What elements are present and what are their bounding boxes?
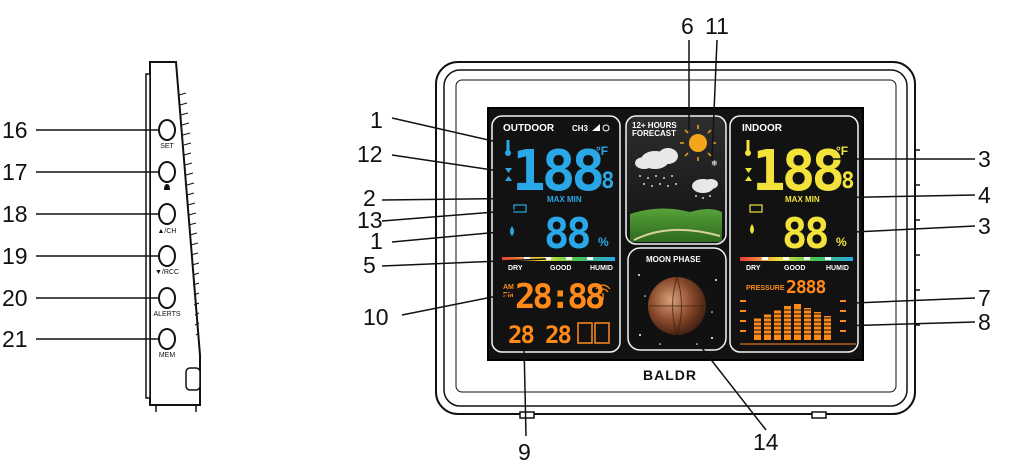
indoor-hum: 88 bbox=[782, 209, 827, 258]
cycle-icon bbox=[602, 124, 610, 132]
mem-button bbox=[158, 328, 176, 350]
light-button bbox=[158, 161, 176, 183]
callout-13: 13 bbox=[357, 207, 383, 233]
clock-ampm: AM bbox=[503, 284, 514, 291]
pressure-value: 2888 bbox=[786, 277, 826, 298]
indoor-battery-icon bbox=[749, 204, 763, 213]
date-day: 28 bbox=[508, 321, 533, 349]
callout-16: 16 bbox=[2, 117, 28, 143]
mem-label: MEM bbox=[159, 352, 176, 359]
set-button bbox=[158, 119, 176, 141]
down-rcc-label: ▼/RCC bbox=[155, 269, 179, 276]
indoor-humid: HUMID bbox=[826, 265, 849, 272]
indoor-temp-dec: .8 bbox=[828, 169, 855, 194]
weekday-segment-1 bbox=[577, 322, 593, 344]
callout-9: 9 bbox=[518, 439, 531, 465]
indoor-trend-icon bbox=[745, 168, 752, 181]
signal-icon bbox=[592, 124, 600, 131]
up-ch-label: ▲/CH bbox=[158, 228, 177, 235]
landscape bbox=[630, 208, 722, 242]
forecast-title-line2: FORECAST bbox=[632, 129, 676, 138]
stars bbox=[638, 274, 717, 345]
indoor-comfort-bar bbox=[740, 257, 853, 261]
indoor-dry: DRY bbox=[746, 265, 761, 272]
callout-3-top: 3 bbox=[978, 146, 991, 172]
side-view: SET ▲/CH ▼/RCC ALERTS MEM bbox=[145, 61, 201, 412]
indoor-title: INDOOR bbox=[742, 123, 783, 134]
callout-8: 8 bbox=[978, 309, 991, 335]
front-view: OUTDOOR CH3 188 °F .8 MAX MIN 88 % DRY G… bbox=[435, 61, 920, 419]
outdoor-maxmin: MAX MIN bbox=[547, 195, 582, 204]
indoor-temp-unit: °F bbox=[836, 144, 848, 158]
callout-11: 11 bbox=[705, 13, 729, 39]
outdoor-humid: HUMID bbox=[590, 265, 613, 272]
outdoor-battery-icon bbox=[513, 204, 527, 213]
alerts-label: ALERTS bbox=[153, 311, 180, 318]
bell-icon bbox=[164, 184, 170, 190]
rain-drops bbox=[639, 175, 711, 199]
front-callout-lines bbox=[381, 39, 976, 437]
outdoor-dry: DRY bbox=[508, 265, 523, 272]
clock-time: 28:88 bbox=[515, 277, 604, 317]
callout-17: 17 bbox=[2, 159, 28, 185]
cloud-icon bbox=[635, 148, 678, 169]
small-cloud-icon bbox=[692, 179, 718, 193]
down-rcc-button bbox=[158, 245, 176, 267]
moon-title: MOON PHASE bbox=[646, 255, 701, 264]
callout-5: 5 bbox=[363, 252, 376, 278]
callout-10: 10 bbox=[363, 304, 389, 330]
callout-7: 7 bbox=[978, 285, 991, 311]
callout-14: 14 bbox=[753, 429, 779, 455]
weekday-segment-2 bbox=[594, 322, 610, 344]
date-month: 28 bbox=[545, 321, 570, 349]
indoor-good: GOOD bbox=[784, 265, 805, 272]
callout-12: 12 bbox=[357, 141, 383, 167]
callout-1-bottom: 1 bbox=[370, 228, 383, 254]
alerts-button bbox=[158, 287, 176, 309]
callout-21: 21 bbox=[2, 326, 28, 352]
callout-2: 2 bbox=[363, 185, 376, 211]
callout-18: 18 bbox=[2, 201, 28, 227]
forecast-title-line1: 12+ HOURS bbox=[632, 121, 677, 130]
callout-6: 6 bbox=[681, 13, 694, 39]
outdoor-temp-dec: .8 bbox=[588, 169, 615, 194]
outdoor-temp-unit: °F bbox=[596, 144, 608, 158]
up-ch-button bbox=[158, 203, 176, 225]
indoor-temp: 188 bbox=[752, 139, 842, 204]
outdoor-title: OUTDOOR bbox=[503, 123, 555, 134]
snowflake-icon: ❄ bbox=[711, 159, 718, 168]
pressure-label: PRESSURE bbox=[746, 285, 785, 292]
radio-signal-icon bbox=[595, 284, 611, 300]
indoor-humidity-icon bbox=[750, 224, 754, 234]
outdoor-hum: 88 bbox=[544, 209, 589, 258]
brand-logo: BALDR bbox=[643, 367, 697, 383]
outdoor-humidity-icon bbox=[510, 226, 514, 236]
trend-arrows-icon bbox=[505, 168, 512, 181]
callout-3-bottom: 3 bbox=[978, 213, 991, 239]
outdoor-temp: 188 bbox=[512, 139, 602, 204]
indoor-hum-unit: % bbox=[836, 235, 847, 249]
callout-20: 20 bbox=[2, 285, 28, 311]
clock-pm: PM bbox=[503, 292, 514, 299]
outdoor-good: GOOD bbox=[550, 265, 571, 272]
callout-19: 19 bbox=[2, 243, 28, 269]
sun-icon bbox=[680, 125, 716, 161]
callout-4: 4 bbox=[978, 182, 991, 208]
outdoor-comfort-bar bbox=[502, 257, 615, 261]
outdoor-hum-unit: % bbox=[598, 235, 609, 249]
outdoor-channel: CH3 bbox=[572, 124, 589, 133]
side-callouts bbox=[36, 129, 158, 340]
callout-1-top: 1 bbox=[370, 107, 383, 133]
indoor-maxmin: MAX MIN bbox=[785, 195, 820, 204]
set-label: SET bbox=[160, 143, 174, 150]
